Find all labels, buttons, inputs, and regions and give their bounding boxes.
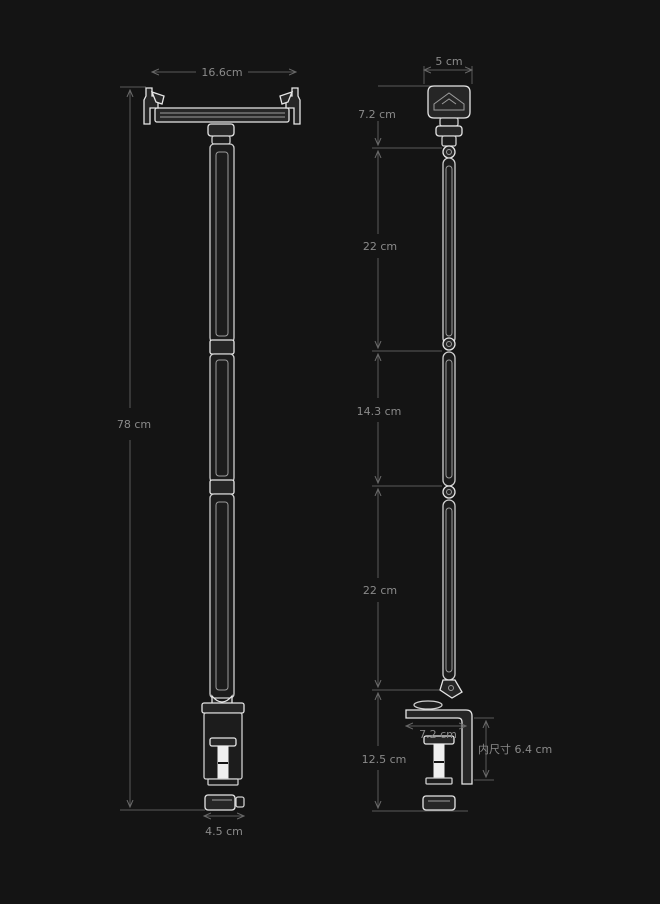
arm3-length-label: 22 cm xyxy=(363,584,397,597)
width-dimension: 16.6cm xyxy=(152,66,296,79)
pole-front xyxy=(209,143,235,705)
head-width-label: 5 cm xyxy=(435,55,462,68)
width-label: 16.6cm xyxy=(201,66,242,79)
clamp-width-dimension: 4.5 cm xyxy=(204,816,244,838)
side-view: 5 cm 7.2 cm 22 cm 14.3 cm 22 cm 12.5 cm xyxy=(357,55,552,812)
clamp-side-width-dimension: 7.2 cm xyxy=(406,726,466,741)
arm-segments-side xyxy=(439,145,463,699)
clamp-inner-label: 内尺寸 6.4 cm xyxy=(478,742,552,756)
tablet-holder-side xyxy=(427,85,471,147)
arm2-length-label: 14.3 cm xyxy=(357,405,402,418)
clamp-side-width-label: 7.2 cm xyxy=(419,728,457,741)
clamp-inner-dimension: 内尺寸 6.4 cm xyxy=(474,717,552,781)
clamp-front xyxy=(201,702,245,811)
head-height-label: 7.2 cm xyxy=(358,108,396,121)
head-width-dimension: 5 cm xyxy=(424,55,472,84)
clamp-side xyxy=(405,700,473,811)
side-height-dimensions: 7.2 cm 22 cm 14.3 cm 22 cm 12.5 cm xyxy=(357,85,468,812)
tablet-holder-front xyxy=(143,87,301,145)
front-view: 16.6cm 78 cm xyxy=(117,66,301,838)
arm1-length-label: 22 cm xyxy=(363,240,397,253)
clamp-width-label: 4.5 cm xyxy=(205,825,243,838)
height-label: 78 cm xyxy=(117,418,151,431)
height-dimension: 78 cm xyxy=(117,86,205,811)
clamp-height-label: 12.5 cm xyxy=(362,753,407,766)
